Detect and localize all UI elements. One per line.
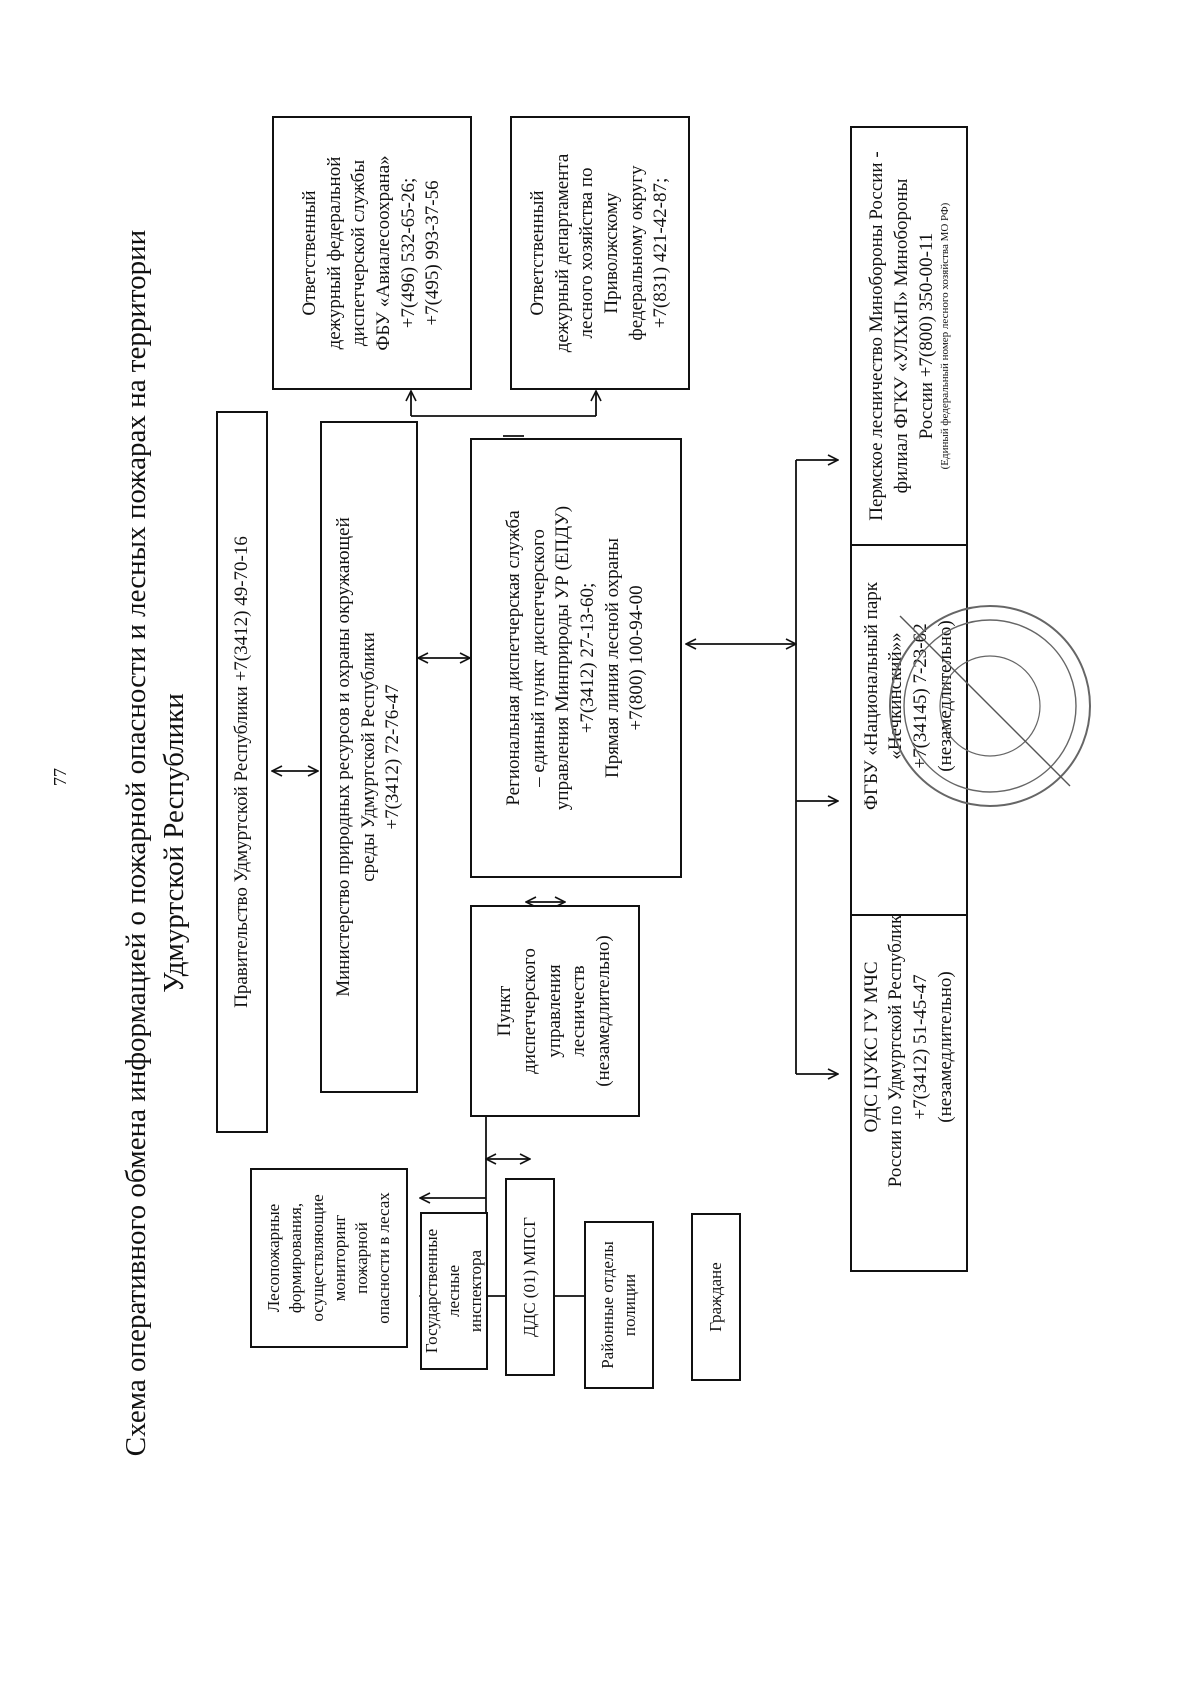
perm-line2: филиал ФГКУ «УЛХиП» Минобороны — [891, 178, 913, 494]
box-government: Правительство Удмуртской Республики +7(3… — [216, 411, 268, 1133]
ministry-line3: +7(3412) 72-76-47 — [382, 684, 404, 830]
avia-line1: Ответственный — [298, 190, 320, 316]
volga-line6: +7(831) 421-42-87; — [650, 177, 672, 329]
mchs-line3: +7(3412) 51-45-47 — [910, 974, 931, 1120]
box-volga-department: Ответственный дежурный департамента лесн… — [510, 116, 690, 390]
dispatch-line2: диспетчерского — [518, 948, 540, 1074]
mchs-line1: ОДС ЦУКС ГУ МЧС — [860, 961, 882, 1133]
avia-line4: ФБУ «Авиалесоохрана» — [373, 155, 394, 351]
box-citizens: Граждане — [691, 1213, 741, 1381]
volga-line4: Приволжскому — [601, 192, 622, 314]
ffu-line2: формирования, — [285, 1202, 305, 1314]
citizens-text: Граждане — [705, 1262, 725, 1332]
avia-line2: дежурный федеральной — [323, 156, 345, 350]
official-stamp-seal — [889, 605, 1091, 807]
volga-line3: лесного хозяйства по — [576, 167, 598, 339]
dispatch-line5: (незамедлительно) — [593, 935, 615, 1087]
box-dds: ДДС (01) МПСГ — [505, 1178, 555, 1376]
perm-line3: России +7(800) 350-00-11 — [915, 232, 937, 440]
dispatch-line1: Пункт — [494, 985, 516, 1037]
regional-line5: Прямая линия лесной охраны — [601, 537, 623, 779]
volga-line5: федеральному округу — [625, 165, 647, 341]
ffu-line3: осуществляющие — [307, 1194, 327, 1322]
box-regional-dispatch: Региональная диспетчерская служба – един… — [470, 438, 682, 878]
box-avialesookhrana: Ответственный дежурный федеральной диспе… — [272, 116, 472, 390]
regional-line6: +7(800) 100-94-00 — [626, 585, 648, 731]
police-line2: полиции — [620, 1273, 639, 1337]
inspectors-line2: лесные инспектора — [443, 1249, 486, 1333]
ministry-line2: среды Удмуртской Республики — [357, 632, 379, 882]
dispatch-line3: управления — [543, 964, 565, 1058]
regional-line3: управления Минприроды УР (ЕПДУ) — [552, 505, 574, 811]
ffu-line1: Лесопожарные — [263, 1203, 283, 1313]
avia-line5: +7(496) 532-65-26; — [397, 177, 419, 329]
box-police: Районные отделы полиции — [584, 1221, 654, 1389]
box-perm-forestry: Пермское лесничество Минобороны России -… — [850, 126, 968, 546]
regional-line4: +7(3412) 27-13-60; — [577, 582, 598, 734]
box-ministry: Министерство природных ресурсов и охраны… — [320, 421, 418, 1093]
volga-line1: Ответственный — [526, 190, 548, 316]
ffu-line4: мониторинг пожарной — [330, 1214, 372, 1302]
regional-line1: Региональная диспетчерская служба — [502, 510, 524, 806]
mchs-line4: (незамедлительно) — [934, 971, 956, 1123]
regional-line2: – единый пункт диспетчерского — [527, 529, 549, 787]
mchs-line2: России по Удмуртской Республике — [885, 906, 907, 1188]
government-text: Правительство Удмуртской Республики +7(3… — [230, 536, 252, 1008]
dds-text: ДДС (01) МПСГ — [519, 1217, 539, 1337]
ffu-line5: опасности в лесах — [374, 1192, 394, 1324]
avia-line3: диспетчерской службы — [348, 159, 370, 347]
avia-line6: +7(495) 993-37-56 — [422, 180, 444, 326]
inspectors-line1: Государственные — [421, 1228, 441, 1354]
ministry-line1: Министерство природных ресурсов и охраны… — [332, 517, 354, 997]
volga-line2: дежурный департамента — [551, 153, 573, 353]
perm-line1: Пермское лесничество Минобороны России - — [866, 151, 888, 521]
box-dispatch-point: Пункт диспетчерского управления лесничес… — [470, 905, 640, 1117]
box-forest-fire-units: Лесопожарные формирования, осуществляющи… — [250, 1168, 408, 1348]
police-line1: Районные отделы — [597, 1241, 617, 1369]
dispatch-line4: лесничеств — [568, 965, 590, 1057]
perm-line4: (Единый федеральный номер лесного хозяйс… — [939, 202, 952, 470]
box-inspectors: Государственные лесные инспектора — [420, 1212, 488, 1370]
